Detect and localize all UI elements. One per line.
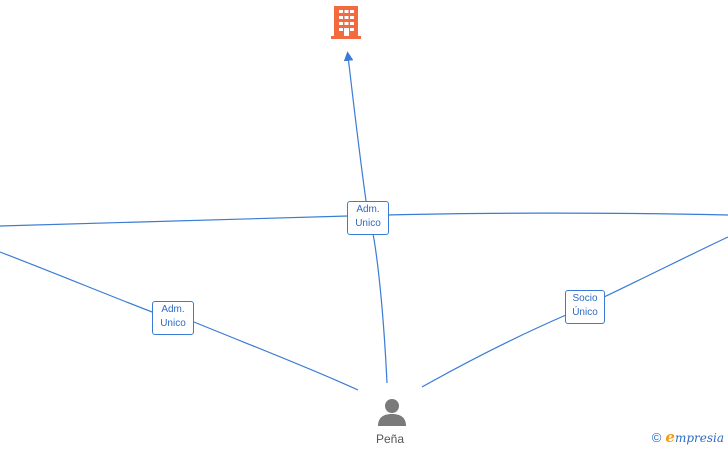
edge-right-diagonal xyxy=(421,236,728,388)
edge-label-line2: Único xyxy=(572,307,598,318)
person-name-line1: Peña xyxy=(375,432,405,446)
edge-label-line1: Adm. xyxy=(356,204,380,215)
edge-left-to-center xyxy=(0,215,349,227)
person-icon[interactable] xyxy=(377,397,407,432)
edge-label-line1: Adm. xyxy=(161,304,185,315)
person-name[interactable]: Peña xyxy=(350,432,430,446)
edge-label-adm-unico-center[interactable]: Adm. Unico xyxy=(347,201,389,235)
logo-rest: mpresia xyxy=(674,431,724,445)
empresia-credit: © empresia xyxy=(652,428,724,446)
edge-label-socio-unico[interactable]: Socio Único xyxy=(565,290,605,324)
edge-left-diagonal xyxy=(0,251,359,391)
copyright-icon: © xyxy=(651,429,662,445)
edge-center-to-right xyxy=(387,212,728,216)
logo-initial: e xyxy=(665,428,675,446)
building-icon[interactable] xyxy=(330,4,362,45)
edge-label-adm-unico-left[interactable]: Adm. Unico xyxy=(152,301,194,335)
empresia-logo: empresia xyxy=(665,428,724,446)
edge-label-line2: Unico xyxy=(355,218,381,229)
edge-label-line2: Unico xyxy=(160,318,186,329)
edge-label-line1: Socio xyxy=(572,293,598,304)
